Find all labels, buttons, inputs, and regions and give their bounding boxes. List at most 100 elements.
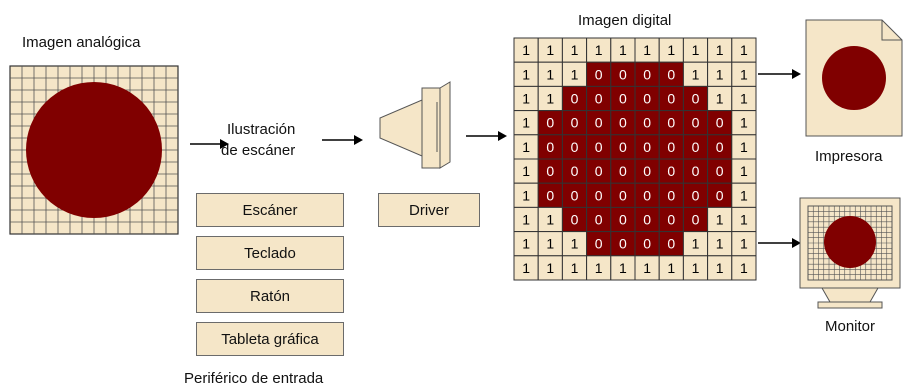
pixel-value: 1 xyxy=(740,212,748,228)
pixel-value: 1 xyxy=(740,236,748,252)
pixel-cell xyxy=(634,231,660,257)
pixel-value: 0 xyxy=(619,91,627,107)
pixel-value: 1 xyxy=(522,163,530,179)
pixel-cell xyxy=(658,61,684,87)
driver-box: Driver xyxy=(378,193,480,227)
pixel-cell xyxy=(682,110,709,136)
pixel-value: 1 xyxy=(740,163,748,179)
pixel-cell xyxy=(513,110,539,136)
pixel-value: 0 xyxy=(692,139,700,155)
pixel-value: 1 xyxy=(522,212,530,228)
pixel-value: 1 xyxy=(522,260,530,276)
pixel-cell xyxy=(634,110,660,136)
pixel-value: 0 xyxy=(571,115,579,131)
pixel-cell xyxy=(731,158,757,184)
pixel-value: 0 xyxy=(619,66,627,82)
pixel-cell xyxy=(537,158,563,184)
pixel-cell xyxy=(513,85,539,112)
pixel-cell xyxy=(731,134,757,160)
pixel-cell xyxy=(513,182,539,208)
pixel-value: 0 xyxy=(595,91,603,107)
pixel-value: 0 xyxy=(643,236,651,252)
pixel-value: 1 xyxy=(546,212,554,228)
scanner-illustration-line2: de escáner xyxy=(221,142,296,159)
pixel-value: 0 xyxy=(595,187,603,203)
pixel-value: 0 xyxy=(716,187,724,203)
pixel-cell xyxy=(561,85,588,112)
pixel-cell xyxy=(731,255,757,281)
pixel-value: 0 xyxy=(667,115,675,131)
pixel-cell xyxy=(537,231,563,257)
pixel-value: 1 xyxy=(740,115,748,131)
pixel-cell xyxy=(731,182,757,208)
pixel-cell xyxy=(586,255,612,281)
analog-image-title: Imagen analógica xyxy=(22,34,141,51)
pixel-value: 1 xyxy=(716,42,724,58)
pixel-value: 0 xyxy=(571,163,579,179)
pixel-value: 1 xyxy=(571,66,579,82)
pixel-value: 0 xyxy=(643,91,651,107)
pixel-value: 0 xyxy=(619,139,627,155)
arrow-analog-to-scanner xyxy=(190,139,229,149)
pixel-cell xyxy=(610,37,636,63)
arrow-scanner-to-driver xyxy=(322,135,363,145)
peripheral-mouse: Ratón xyxy=(196,279,344,313)
pixel-value: 1 xyxy=(692,236,700,252)
pixel-cell xyxy=(610,134,636,160)
pixel-cell xyxy=(586,158,612,184)
pixel-cell xyxy=(561,61,588,87)
pixel-cell xyxy=(634,134,660,160)
pixel-value: 1 xyxy=(740,260,748,276)
pixel-cell xyxy=(610,182,636,208)
pixel-cell xyxy=(658,206,684,233)
pixel-value: 0 xyxy=(546,163,554,179)
pixel-value: 1 xyxy=(716,236,724,252)
pixel-value: 0 xyxy=(643,212,651,228)
peripheral-tablet: Tableta gráfica xyxy=(196,322,344,356)
pixel-cell xyxy=(537,134,563,160)
pixel-value: 0 xyxy=(546,187,554,203)
pixel-value: 0 xyxy=(619,212,627,228)
pixel-cell xyxy=(586,134,612,160)
pixel-value: 1 xyxy=(571,42,579,58)
pixel-value: 1 xyxy=(522,91,530,107)
pixel-value: 0 xyxy=(619,163,627,179)
pixel-value: 1 xyxy=(522,66,530,82)
pixel-value: 0 xyxy=(667,236,675,252)
pixel-value: 1 xyxy=(740,91,748,107)
pixel-value: 0 xyxy=(643,139,651,155)
pixel-value: 0 xyxy=(571,187,579,203)
pixel-value: 0 xyxy=(595,66,603,82)
pixel-value: 1 xyxy=(522,42,530,58)
pixel-value: 1 xyxy=(546,66,554,82)
pixel-value: 1 xyxy=(692,260,700,276)
pixel-cell xyxy=(634,61,660,87)
pixel-value: 0 xyxy=(595,236,603,252)
monitor-output-icon xyxy=(799,197,901,309)
pixel-cell xyxy=(682,61,709,87)
pixel-value: 0 xyxy=(643,187,651,203)
pixel-value: 1 xyxy=(522,139,530,155)
arrow-to-monitor xyxy=(758,238,801,248)
pixel-value: 0 xyxy=(595,212,603,228)
pixel-cell xyxy=(682,182,709,208)
pixel-value: 1 xyxy=(716,91,724,107)
pixel-value: 0 xyxy=(619,115,627,131)
pixel-cell xyxy=(537,206,563,233)
pixel-value: 1 xyxy=(571,236,579,252)
pixel-cell xyxy=(658,37,684,63)
arrow-driver-to-digital xyxy=(466,131,507,141)
pixel-value: 0 xyxy=(667,212,675,228)
pixel-value: 1 xyxy=(522,236,530,252)
pixel-value: 1 xyxy=(619,260,627,276)
pixel-value: 1 xyxy=(740,42,748,58)
pixel-cell xyxy=(634,37,660,63)
pixel-value: 1 xyxy=(643,260,651,276)
pixel-cell xyxy=(610,110,636,136)
pixel-cell xyxy=(513,231,539,257)
pixel-cell xyxy=(634,158,660,184)
pixel-value: 1 xyxy=(643,42,651,58)
pixel-value: 0 xyxy=(571,91,579,107)
pixel-cell xyxy=(586,206,612,233)
